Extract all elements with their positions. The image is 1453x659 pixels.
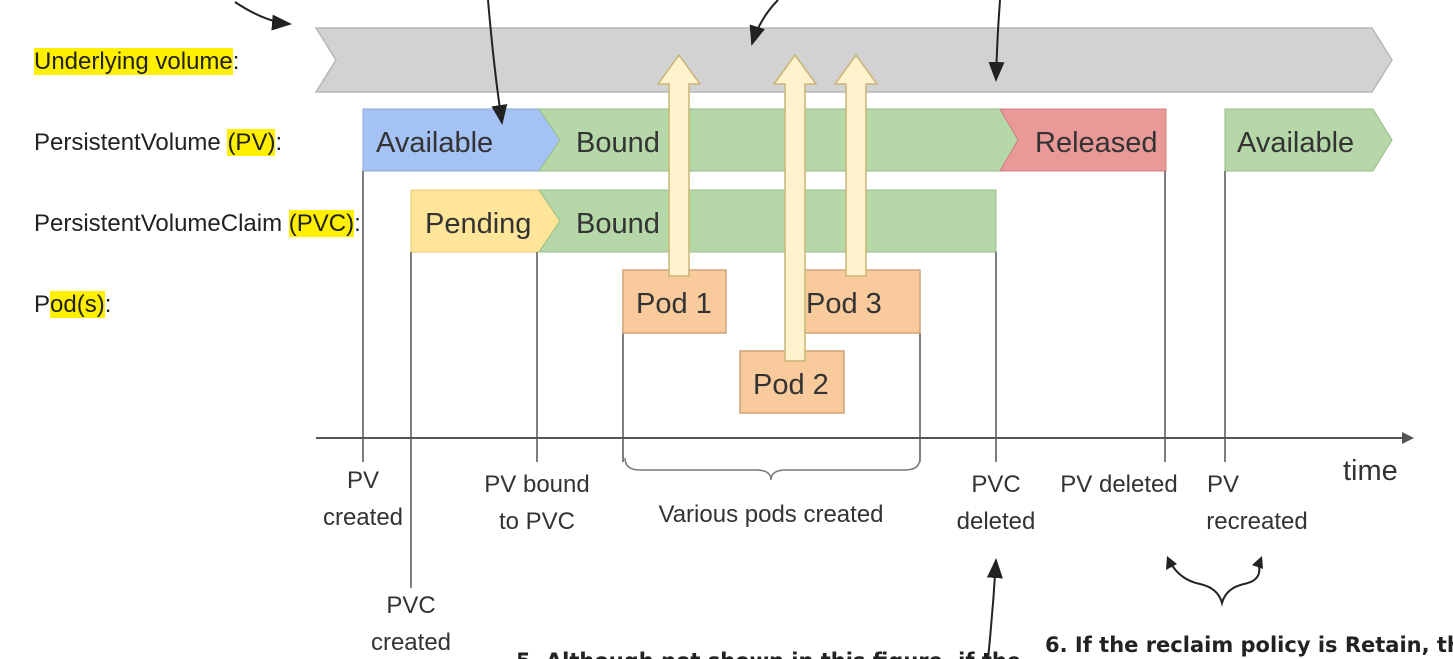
pvc-bound-segment bbox=[538, 189, 997, 253]
pods-row-label: Pod(s): bbox=[34, 291, 112, 318]
pvc-created-label-2: created bbox=[371, 629, 451, 656]
pv-released-segment bbox=[999, 108, 1167, 172]
callout-arrow-underlying bbox=[749, 0, 779, 46]
pvc-row-text: PersistentVolumeClaim bbox=[34, 210, 289, 237]
callout-arrow-released bbox=[988, 0, 1005, 82]
note-5-text: 5. Although not shown in this figure, if… bbox=[516, 649, 1021, 659]
pv-deleted-label: PV deleted bbox=[1060, 471, 1177, 498]
pv-row-text: PersistentVolume bbox=[34, 129, 228, 156]
reclaim-brace bbox=[1169, 561, 1261, 607]
reclaim-brace-head-left bbox=[1166, 556, 1177, 570]
pvc-row-label: PersistentVolumeClaim (PVC): bbox=[34, 210, 361, 237]
pod1-arrow bbox=[656, 53, 702, 277]
time-axis-label: time bbox=[1343, 455, 1398, 487]
pv-row-label: PersistentVolume (PV): bbox=[34, 129, 283, 156]
pv-bound-label-2: to PVC bbox=[499, 508, 575, 535]
pvc-pending-label: Pending bbox=[425, 208, 531, 240]
pods-row-colon: : bbox=[104, 291, 112, 318]
pod3-label: Pod 3 bbox=[806, 288, 882, 320]
pvc-bound-label: Bound bbox=[576, 208, 660, 240]
pvc-deleted-label-2: deleted bbox=[957, 508, 1036, 535]
various-pods-brace bbox=[624, 457, 921, 481]
pod2-arrow bbox=[772, 53, 818, 362]
pod1-box bbox=[622, 269, 727, 334]
pod2-label: Pod 2 bbox=[753, 369, 829, 401]
pv-available2-label: Available bbox=[1237, 127, 1354, 159]
time-axis-arrowhead bbox=[1402, 432, 1414, 444]
pv-recreated-label-2: recreated bbox=[1206, 508, 1307, 535]
underlying-volume-colon: : bbox=[232, 48, 240, 75]
pvc-created-label-1: PVC bbox=[386, 592, 435, 619]
pod1-label: Pod 1 bbox=[636, 288, 712, 320]
callout-arrow-available bbox=[487, 0, 508, 125]
pods-row-highlight: od(s) bbox=[50, 291, 105, 318]
pvc-deleted-label-1: PVC bbox=[971, 471, 1020, 498]
pv-created-label-1: PV bbox=[347, 467, 379, 494]
underlying-volume-label: Underlying volume: bbox=[34, 48, 240, 75]
underlying-volume-highlight: Underlying volume bbox=[34, 48, 233, 75]
pv-recreated-label-1: PV bbox=[1207, 471, 1239, 498]
event-guides bbox=[362, 171, 1226, 588]
pv-row-highlight: (PV) bbox=[227, 129, 276, 156]
various-pods-label: Various pods created bbox=[658, 501, 883, 528]
reclaim-brace-head-right bbox=[1252, 556, 1263, 569]
pv-available2-segment bbox=[1224, 108, 1393, 172]
pvc-row-colon: : bbox=[354, 210, 361, 237]
pvc-row-highlight: (PVC) bbox=[288, 210, 355, 237]
pv-bound-label: Bound bbox=[576, 127, 660, 159]
pv-available-label: Available bbox=[376, 127, 493, 159]
callout-arrow-left bbox=[234, 1, 292, 31]
pod3-box bbox=[790, 269, 921, 334]
pods-row-text: P bbox=[34, 291, 51, 318]
note-6-text: 6. If the reclaim policy is Retain, the bbox=[1045, 633, 1453, 657]
pv-bound-label-1: PV bound bbox=[484, 471, 589, 498]
callout-arrow-pvc-deleted bbox=[986, 558, 1003, 659]
pv-created-label-2: created bbox=[323, 504, 403, 531]
pv-released-label: Released bbox=[1035, 127, 1158, 159]
pod3-arrow bbox=[833, 53, 879, 277]
pv-row-colon: : bbox=[275, 129, 283, 156]
